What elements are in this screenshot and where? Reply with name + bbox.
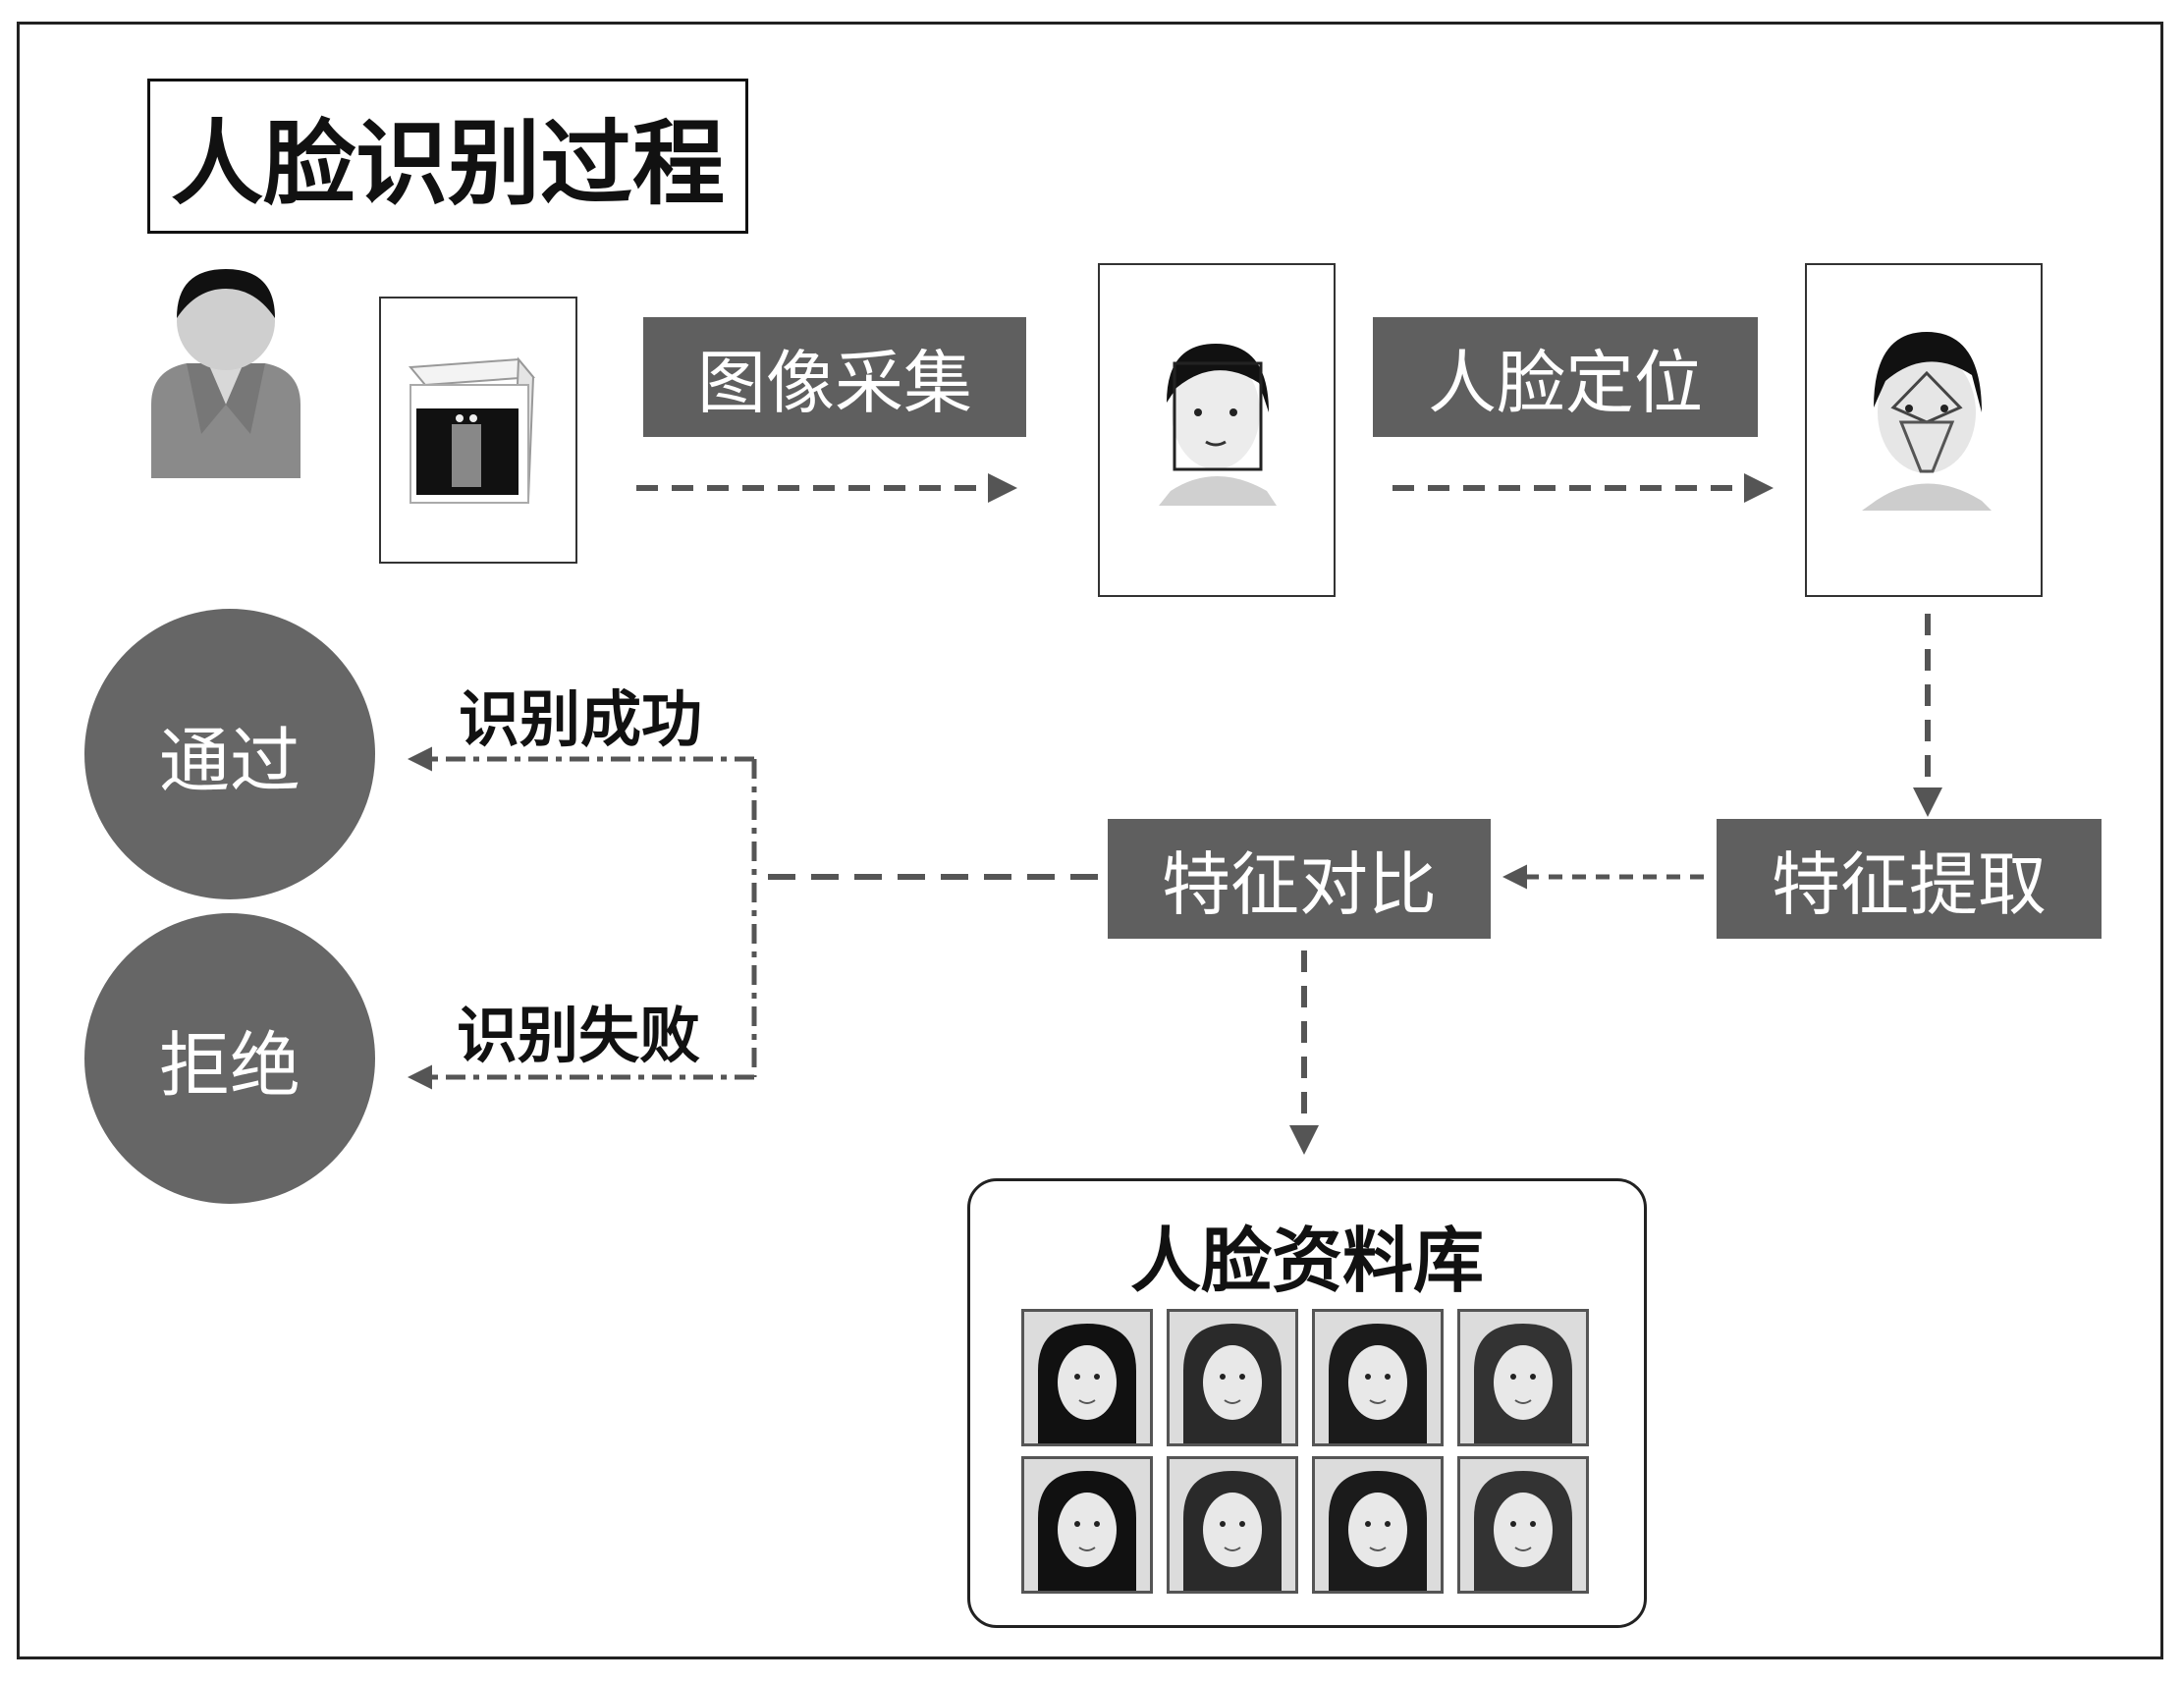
located-face-card — [1805, 263, 2043, 597]
face-photo-icon — [1315, 1312, 1441, 1443]
face-photo-icon — [1315, 1459, 1441, 1591]
captured-face-card — [1098, 263, 1336, 597]
face-thumbnail — [1312, 1456, 1444, 1594]
face-photo-icon — [1170, 1312, 1295, 1443]
result-pass: 通过 — [84, 609, 375, 899]
diagram-title: 人脸识别过程 — [147, 79, 748, 234]
face-photo-icon — [1024, 1312, 1150, 1443]
face-photo-icon — [1460, 1312, 1586, 1443]
person-icon — [151, 269, 300, 478]
camera-icon — [408, 356, 536, 504]
label-success: 识别成功 — [459, 683, 703, 755]
step-compare: 特征对比 — [1108, 819, 1491, 939]
face-thumbnail — [1167, 1309, 1298, 1446]
face-database: 人脸资料库 — [967, 1178, 1647, 1628]
face-thumbnail — [1021, 1309, 1153, 1446]
face-photo-icon — [1170, 1459, 1295, 1591]
diagram-frame — [17, 22, 2163, 1659]
face-thumbnail — [1312, 1309, 1444, 1446]
step-capture: 图像采集 — [643, 317, 1026, 437]
face-thumbnail — [1021, 1456, 1153, 1594]
camera-card — [379, 297, 577, 564]
face-photo-icon — [1024, 1459, 1150, 1591]
label-failure: 识别失败 — [457, 1000, 701, 1071]
face-detected-icon — [1159, 344, 1277, 506]
face-thumbnail — [1167, 1456, 1298, 1594]
face-thumbnail — [1457, 1309, 1589, 1446]
database-title: 人脸资料库 — [1129, 1220, 1484, 1302]
face-landmark-icon — [1862, 332, 1992, 511]
face-photo-icon — [1460, 1459, 1586, 1591]
step-extract: 特征提取 — [1717, 819, 2102, 939]
face-thumbnail — [1457, 1456, 1589, 1594]
result-reject: 拒绝 — [84, 913, 375, 1204]
step-locate: 人脸定位 — [1373, 317, 1758, 437]
